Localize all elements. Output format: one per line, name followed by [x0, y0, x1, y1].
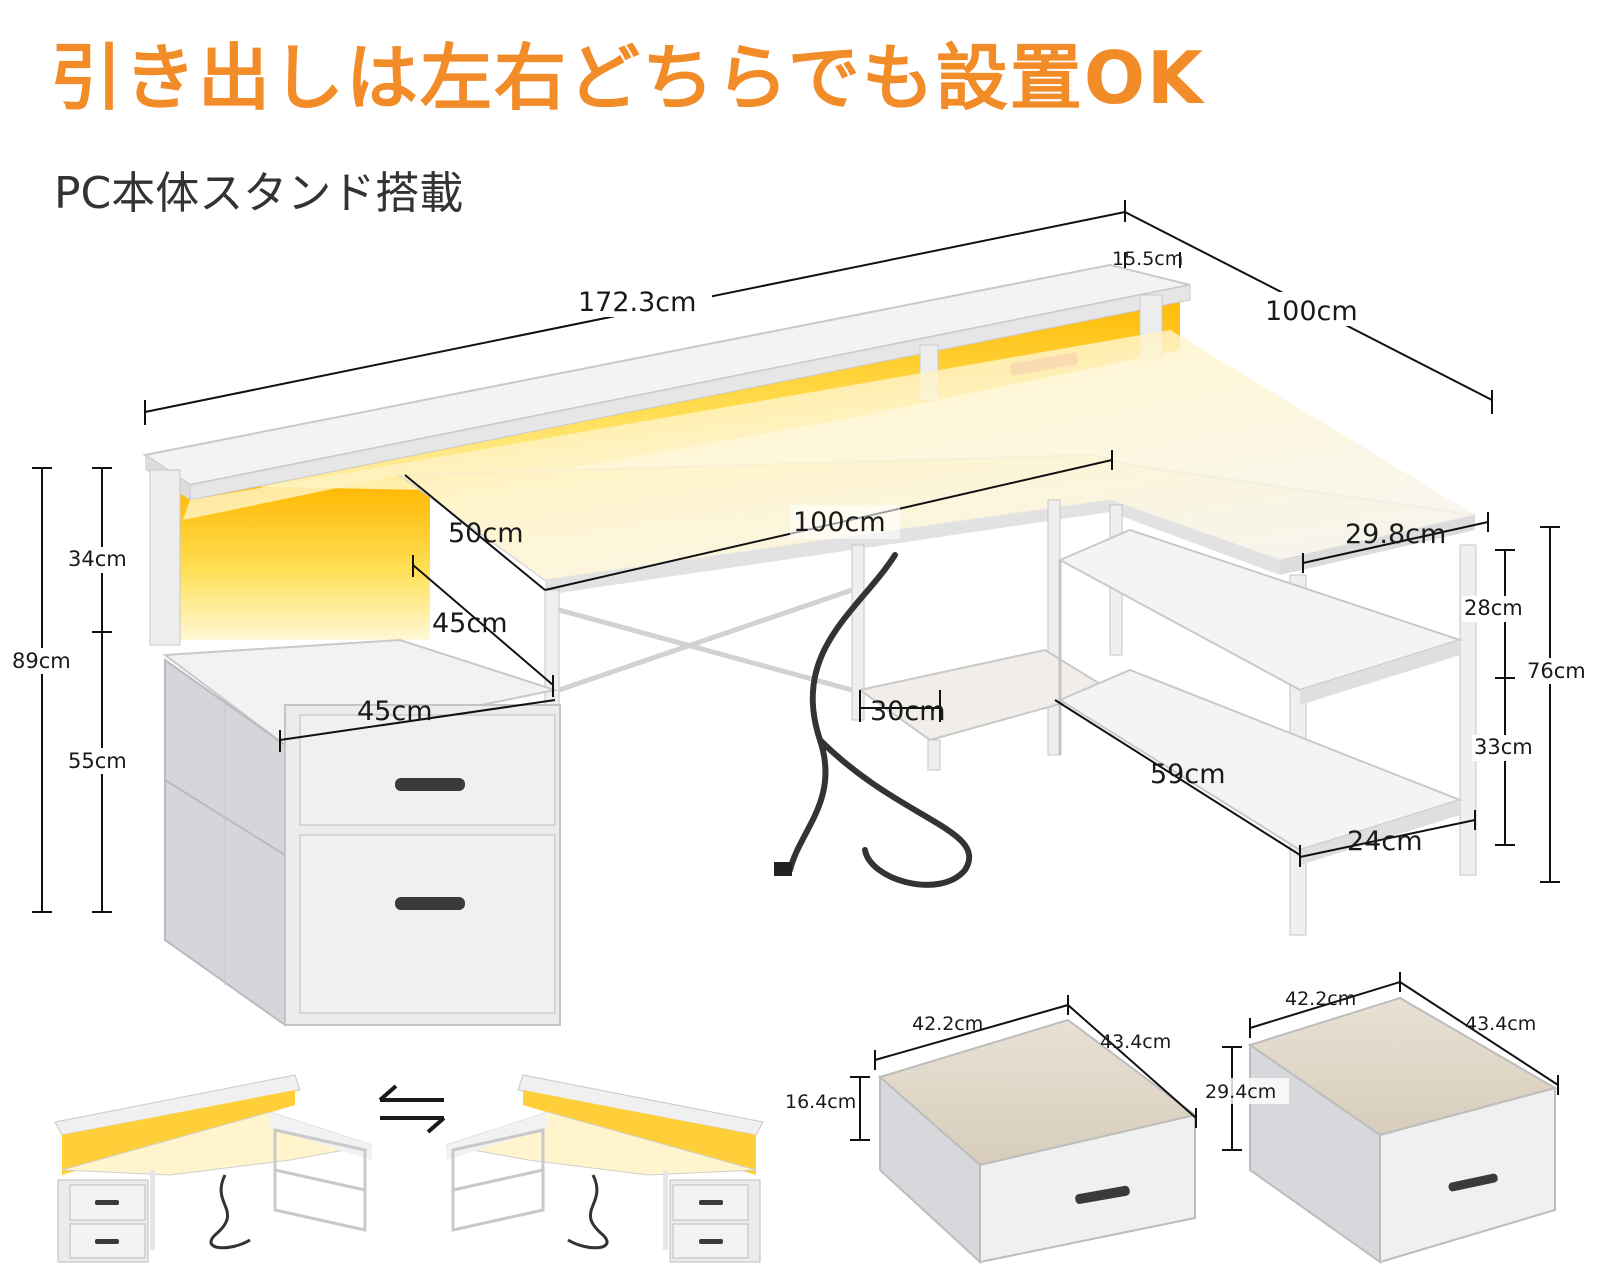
main-desk [142, 263, 1477, 1027]
drawer-cabinet [162, 638, 561, 1027]
label-cpu-stand-width: 30cm [870, 696, 946, 727]
label-hutch-depth: 15.5cm [1112, 248, 1183, 270]
return-right-edge [1280, 515, 1475, 575]
subhead: PC本体スタンド搭載 [54, 168, 464, 219]
desktop-front-edge [545, 500, 1110, 595]
cross-brace-2 [558, 587, 853, 693]
drawer-top-handle [395, 778, 465, 791]
mini-desk-left [54, 1074, 373, 1263]
label-lower-shelf-gap: 33cm [1474, 735, 1533, 759]
label-main-depth: 50cm [448, 518, 524, 549]
label-large-depth: 43.4cm [1465, 1013, 1536, 1035]
drawer-top-front [299, 714, 556, 826]
label-small-width: 42.2cm [912, 1013, 983, 1035]
drawer-bottom-handle [395, 897, 465, 910]
label-small-depth: 43.4cm [1100, 1031, 1171, 1053]
hutch-front-edge [189, 284, 1191, 501]
cabinet-top [162, 638, 559, 747]
headline: 引き出しは左右どちらでも設置OK [50, 36, 1205, 120]
label-cabinet-depth: 45cm [432, 608, 508, 639]
label-side-length: 100cm [1265, 296, 1358, 327]
label-cabinet-width: 45cm [357, 696, 433, 727]
power-plug [774, 862, 792, 876]
return-front-edge [1110, 500, 1280, 575]
label-large-width: 42.2cm [1285, 988, 1356, 1010]
left-glow-panel [165, 485, 430, 640]
label-hutch-height: 34cm [68, 547, 127, 571]
power-cord [787, 552, 973, 888]
label-upper-shelf-gap: 28cm [1464, 596, 1523, 620]
label-shelf-depth: 29.8cm [1345, 519, 1446, 550]
drawer-box-small [877, 1018, 1198, 1265]
drawer-bottom-front [299, 834, 556, 1014]
leg-back-mid [851, 544, 865, 721]
reverse-arrows-icon [378, 1084, 446, 1134]
hutch-post-left [149, 469, 181, 646]
label-large-height: 29.4cm [1205, 1081, 1276, 1103]
drawer-box-large [1247, 996, 1558, 1264]
label-shelf-inner-depth: 24cm [1347, 826, 1423, 857]
dimension-lines [32, 200, 1560, 913]
cpu-stand-foot [927, 739, 941, 771]
desktop-surface-hutch [183, 330, 1475, 580]
label-front-span: 100cm [793, 507, 886, 538]
leg-back-right [1047, 499, 1061, 756]
dimension-labels: 172.3cm 100cm 15.5cm 100cm 50cm 45cm 45c… [12, 248, 1595, 857]
shelf-unit [1057, 528, 1477, 936]
label-small-height: 16.4cm [785, 1091, 856, 1113]
label-total-height: 89cm [12, 649, 71, 673]
label-total-width: 172.3cm [578, 287, 696, 318]
cross-brace-1 [558, 607, 853, 693]
label-desk-height-right: 76cm [1527, 659, 1586, 683]
drawer-small-dim-lines [850, 995, 1197, 1141]
label-desk-height-left: 55cm [68, 749, 127, 773]
mini-desk-right [445, 1074, 764, 1263]
label-shelf-width: 59cm [1150, 759, 1226, 790]
